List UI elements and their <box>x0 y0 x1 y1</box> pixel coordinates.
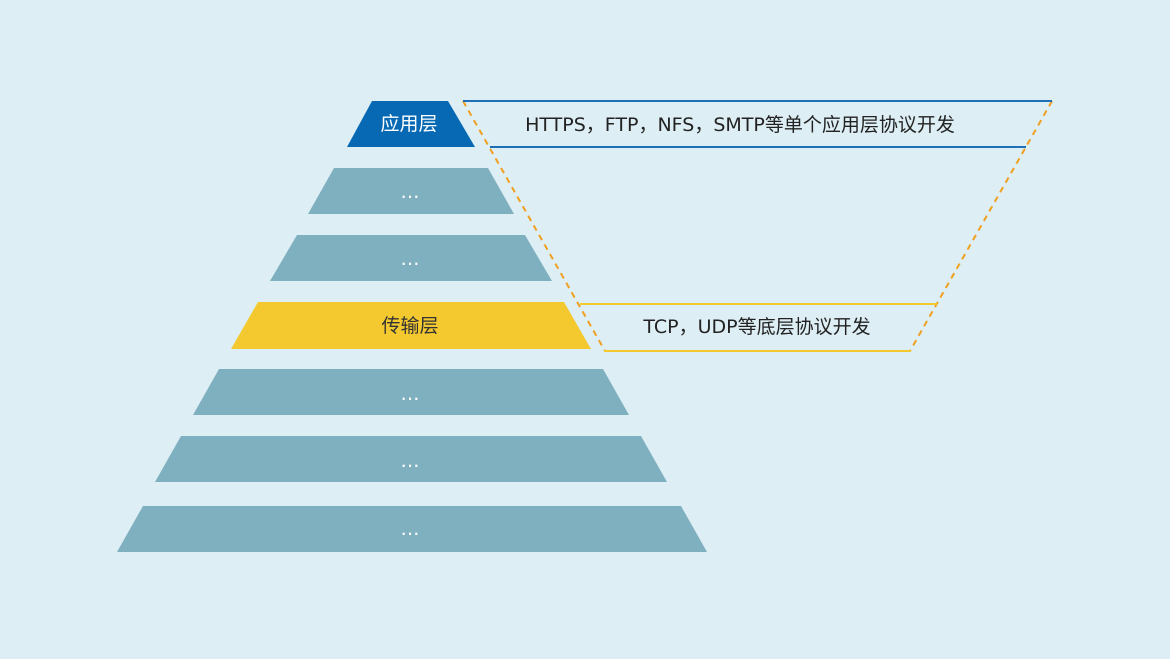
connector-lines <box>462 100 1053 352</box>
pyramid-layer-6: … <box>155 436 667 482</box>
layer-label: 应用层 <box>380 113 437 135</box>
pyramid-layer-3: … <box>270 235 552 281</box>
pyramid-layer-transport: 传输层 <box>231 302 591 349</box>
application-callout-text: HTTPS，FTP，NFS，SMTP等单个应用层协议开发 <box>525 114 955 136</box>
pyramid-layer-5: … <box>193 369 629 415</box>
transport-callout-text: TCP，UDP等底层协议开发 <box>642 316 870 338</box>
layer-shape <box>347 101 475 147</box>
layer-shape <box>155 436 667 482</box>
layer-label: … <box>401 450 420 472</box>
pyramid-layer-2: … <box>308 168 514 214</box>
layer-shape <box>193 369 629 415</box>
transport-callout: TCP，UDP等底层协议开发 <box>580 303 937 352</box>
layer-label: … <box>401 383 420 405</box>
layer-shape <box>231 302 591 349</box>
layer-label: 传输层 <box>381 315 438 337</box>
layer-shape <box>117 506 707 552</box>
layer-shape <box>270 235 552 281</box>
layer-label: … <box>401 518 420 540</box>
pyramid-layer-7: … <box>117 506 707 552</box>
pyramid: 应用层 … … 传输层 … … <box>117 101 707 552</box>
layer-label: … <box>401 248 420 270</box>
pyramid-layer-application: 应用层 <box>347 101 475 147</box>
layer-shape <box>308 168 514 214</box>
application-callout: HTTPS，FTP，NFS，SMTP等单个应用层协议开发 <box>463 100 1052 148</box>
connector-left-dashed-line <box>462 100 606 352</box>
layer-label: … <box>401 181 420 203</box>
connector-right-dashed-line <box>909 100 1053 352</box>
